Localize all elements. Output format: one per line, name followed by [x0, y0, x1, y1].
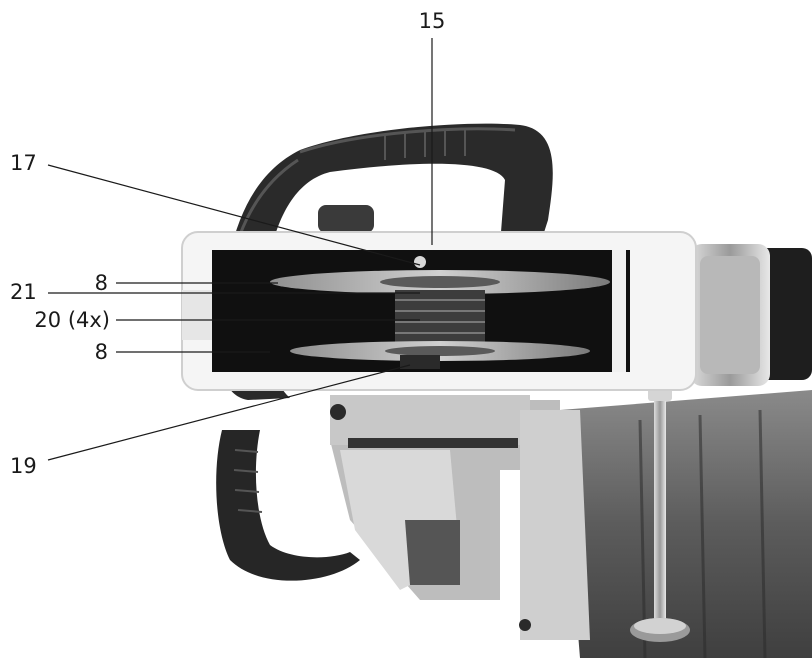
- leader-19: [47, 364, 411, 461]
- callout-labels: 15 17 8 21 20 (4x) 8 19: [10, 9, 445, 478]
- callout-8-upper: 8: [95, 271, 108, 295]
- motor-housing: [560, 390, 812, 658]
- spacer-stack: [395, 290, 485, 342]
- leader-lines: [47, 38, 433, 461]
- callout-20-4x: 20 (4x): [34, 308, 110, 332]
- callout-17: 17: [10, 151, 37, 175]
- blade-assembly: [270, 256, 610, 369]
- callout-21: 21: [10, 280, 37, 304]
- cable-sleeve: [690, 244, 812, 386]
- callout-15: 15: [419, 9, 446, 33]
- gear-head: [330, 395, 590, 640]
- callout-8-lower: 8: [95, 340, 108, 364]
- leader-17: [47, 164, 421, 266]
- callout-19: 19: [10, 454, 37, 478]
